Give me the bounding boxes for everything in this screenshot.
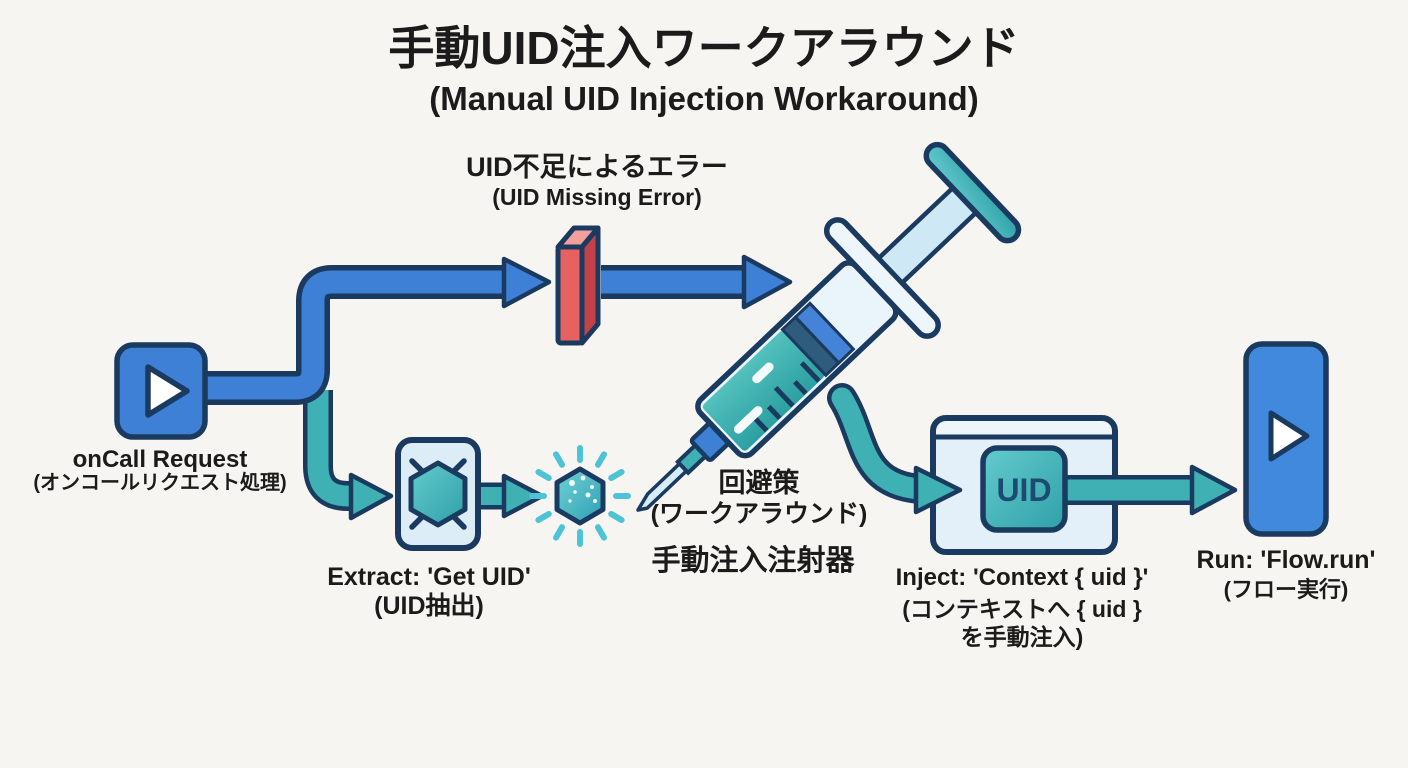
diagram-title-en: (Manual UID Injection Workaround) — [429, 80, 979, 117]
run-label-en: Run: 'Flow.run' — [1196, 546, 1376, 574]
card-hexagon-icon — [395, 437, 481, 551]
arrowhead-icon — [501, 256, 552, 309]
pipe-oncall-to-error — [203, 256, 552, 405]
arrowhead-icon — [1189, 464, 1238, 516]
uid-chip-label: UID — [996, 472, 1052, 508]
error-label-en: (UID Missing Error) — [492, 184, 702, 210]
arrowhead-icon — [913, 465, 963, 515]
arrowhead-icon — [348, 472, 394, 521]
play-icon — [1268, 410, 1310, 462]
glowing-hexagon-icon — [529, 445, 631, 547]
error-label-jp: UID不足によるエラー — [466, 152, 728, 182]
oncall-label-jp: (オンコールリクエスト処理) — [33, 472, 287, 494]
pipe-oncall-to-extract — [303, 390, 394, 521]
workaround-label-2: (ワークアラウンド) — [650, 500, 868, 528]
workaround-label-1: 回避策 — [718, 468, 800, 498]
extract-label-jp: (UID抽出) — [374, 592, 484, 620]
barrier-block-icon — [555, 225, 601, 346]
play-icon — [145, 364, 190, 418]
run-node — [1243, 341, 1329, 537]
inject-label-jp1: (コンテキストへ { uid } — [902, 596, 1142, 622]
uid-chip — [980, 445, 1068, 533]
oncall-node — [114, 342, 208, 440]
arrow-extract-to-token — [481, 473, 545, 519]
extract-label-en: Extract: 'Get UID' — [327, 563, 531, 591]
workaround-label-3: 手動注入注射器 — [651, 545, 855, 577]
inject-label-en: Inject: 'Context { uid }' — [895, 564, 1149, 591]
arrowhead-icon — [501, 473, 545, 519]
arrow-syringe-to-inject — [827, 383, 963, 515]
arrowhead-icon — [741, 254, 793, 310]
diagram-title-jp: 手動UID注入ワークアラウンド — [388, 22, 1020, 74]
oncall-label-en: onCall Request — [72, 446, 248, 473]
syringe-icon — [636, 141, 1022, 512]
run-label-jp: (フロー実行) — [1223, 577, 1349, 602]
arrow-error-to-syringe — [601, 254, 793, 310]
inject-label-jp2: を手動注入) — [960, 624, 1084, 650]
